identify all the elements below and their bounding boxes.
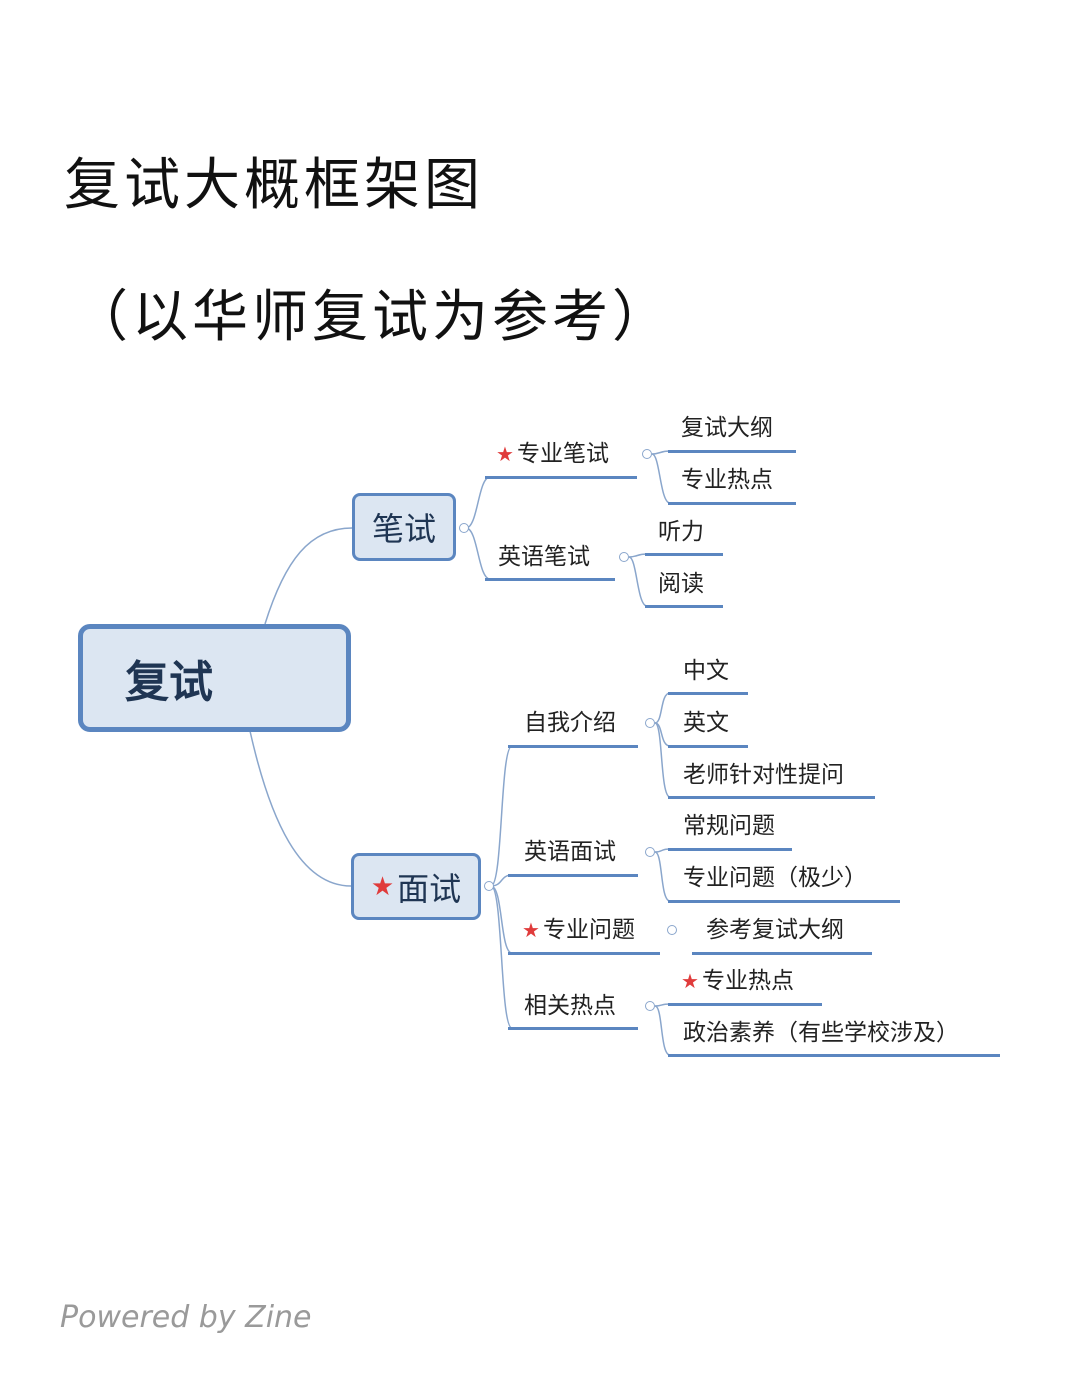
root-label: 复试	[125, 657, 213, 708]
collapse-icon[interactable]	[667, 925, 677, 935]
node-interview[interactable]: ★面试	[351, 853, 481, 920]
node-english-interview[interactable]: 英语面试	[524, 839, 616, 865]
collapse-icon[interactable]	[645, 718, 655, 728]
node-english-written[interactable]: 英语笔试	[498, 544, 590, 570]
underline	[668, 848, 792, 851]
collapse-icon[interactable]	[459, 523, 469, 533]
underline	[645, 553, 723, 556]
collapse-icon[interactable]	[484, 881, 494, 891]
powered-by-footer: Powered by Zine	[60, 1300, 312, 1335]
underline	[508, 952, 660, 955]
title-line-1: 复试大概框架图	[64, 153, 484, 218]
collapse-icon[interactable]	[642, 449, 652, 459]
underline	[668, 692, 748, 695]
interview-label: 面试	[397, 869, 462, 908]
node-hot-topics[interactable]: 相关热点	[524, 993, 616, 1019]
collapse-icon[interactable]	[645, 847, 655, 857]
star-icon: ★	[681, 969, 699, 993]
underline	[668, 900, 900, 903]
node-major-question[interactable]: ★专业问题	[522, 917, 635, 943]
underline	[508, 745, 638, 748]
underline	[645, 605, 723, 608]
underline	[668, 450, 796, 453]
node-written[interactable]: 笔试	[352, 493, 456, 561]
leaf[interactable]: 常规问题	[683, 813, 775, 839]
node-major-written[interactable]: ★专业笔试	[496, 441, 609, 467]
leaf[interactable]: 复试大纲	[681, 415, 773, 441]
written-label: 笔试	[371, 510, 436, 548]
underline	[668, 1054, 1000, 1057]
underline	[668, 502, 796, 505]
collapse-icon[interactable]	[619, 552, 629, 562]
star-icon: ★	[370, 871, 395, 902]
leaf[interactable]: ★专业热点	[681, 968, 794, 994]
leaf[interactable]: 中文	[683, 658, 729, 684]
leaf[interactable]: 阅读	[658, 571, 704, 597]
star-icon: ★	[522, 918, 540, 942]
leaf[interactable]: 政治素养（有些学校涉及）	[683, 1020, 959, 1046]
title-line-2: （以华师复试为参考）	[72, 285, 672, 350]
leaf[interactable]: 参考复试大纲	[706, 917, 844, 943]
leaf[interactable]: 英文	[683, 710, 729, 736]
leaf[interactable]: 老师针对性提问	[683, 762, 844, 788]
collapse-icon[interactable]	[645, 1001, 655, 1011]
underline	[668, 745, 748, 748]
leaf[interactable]: 专业问题（极少）	[683, 865, 867, 891]
underline	[485, 578, 615, 581]
underline	[668, 1003, 822, 1006]
star-icon: ★	[496, 442, 514, 466]
underline	[485, 476, 637, 479]
underline	[508, 874, 638, 877]
underline	[668, 796, 875, 799]
underline	[692, 952, 872, 955]
underline	[508, 1027, 638, 1030]
node-self-intro[interactable]: 自我介绍	[524, 710, 616, 736]
leaf[interactable]: 听力	[658, 519, 704, 545]
leaf[interactable]: 专业热点	[681, 467, 773, 493]
root-node[interactable]: 复试	[78, 624, 351, 732]
